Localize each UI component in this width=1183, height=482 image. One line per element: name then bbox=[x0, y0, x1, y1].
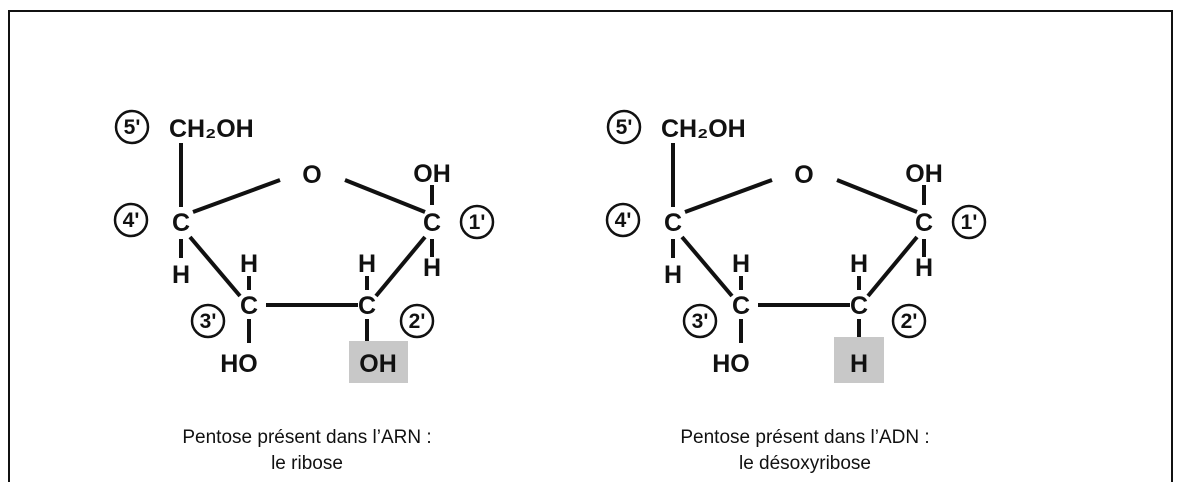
atom-h2-top: H bbox=[358, 250, 376, 278]
atom-ring-oxygen: O bbox=[794, 161, 813, 189]
position-circle-3 bbox=[190, 303, 226, 339]
caption-ribose-line2: le ribose bbox=[271, 453, 343, 474]
atom-h3-top: H bbox=[732, 250, 750, 278]
bond-c2-c1 bbox=[374, 235, 427, 298]
position-circle-2 bbox=[891, 303, 927, 339]
atom-h4: H bbox=[172, 261, 190, 289]
atom-c3: C bbox=[240, 292, 258, 320]
position-circle-5 bbox=[606, 109, 642, 145]
highlight-box-2prime bbox=[349, 341, 408, 383]
position-label-1: 1' bbox=[469, 211, 486, 234]
position-label-1: 1' bbox=[961, 211, 978, 234]
position-circle-4 bbox=[605, 202, 641, 238]
caption-desoxyribose-line2: le désoxyribose bbox=[738, 453, 872, 474]
highlight-box-2prime bbox=[834, 337, 884, 383]
atom-c2: C bbox=[850, 292, 868, 320]
position-label-3: 3' bbox=[692, 310, 709, 333]
group-c1-oh: OH bbox=[905, 160, 943, 188]
position-label-5: 5' bbox=[124, 116, 141, 139]
caption-desoxyribose: Pentose présent dans l’ADN : le désoxyri… bbox=[625, 425, 985, 477]
atom-h1-bottom: H bbox=[915, 254, 933, 282]
caption-desoxyribose-line1: Pentose présent dans l’ADN : bbox=[680, 427, 930, 448]
group-c3-ho: HO bbox=[220, 350, 258, 378]
frame-border bbox=[8, 10, 1173, 482]
atom-h4: H bbox=[664, 261, 682, 289]
group-ch2oh: CH₂OH bbox=[169, 115, 254, 143]
caption-ribose-line1: Pentose présent dans l’ARN : bbox=[182, 427, 432, 448]
atom-c4: C bbox=[172, 209, 190, 237]
atom-h1-bottom: H bbox=[423, 254, 441, 282]
atom-h3-top: H bbox=[240, 250, 258, 278]
group-c2-oh: OH bbox=[359, 350, 397, 378]
group-ch2oh: CH₂OH bbox=[661, 115, 746, 143]
ribose-molecule: 5' 4' 1' 3' 2' CH₂OH O OH C C H H H H C … bbox=[113, 109, 495, 383]
position-circle-4 bbox=[113, 202, 149, 238]
group-c1-oh: OH bbox=[413, 160, 451, 188]
atom-c1: C bbox=[915, 209, 933, 237]
atom-ring-oxygen: O bbox=[302, 161, 321, 189]
position-circle-2 bbox=[399, 303, 435, 339]
position-label-4: 4' bbox=[615, 209, 632, 232]
position-label-2: 2' bbox=[901, 310, 918, 333]
position-circle-3 bbox=[682, 303, 718, 339]
bond-c4-c3 bbox=[680, 235, 734, 298]
position-label-4: 4' bbox=[123, 209, 140, 232]
position-label-2: 2' bbox=[409, 310, 426, 333]
bond-c2-c1 bbox=[866, 235, 919, 298]
bond-c4-c3 bbox=[188, 235, 242, 298]
bond-c4-o bbox=[684, 178, 773, 214]
atom-c2: C bbox=[358, 292, 376, 320]
position-label-5: 5' bbox=[616, 116, 633, 139]
desoxyribose-molecule: 5' 4' 1' 3' 2' CH₂OH O OH C C H H H H C … bbox=[605, 109, 987, 383]
atom-c3: C bbox=[732, 292, 750, 320]
atom-c2-h-bottom: H bbox=[850, 350, 868, 378]
position-circle-5 bbox=[114, 109, 150, 145]
caption-ribose: Pentose présent dans l’ARN : le ribose bbox=[127, 425, 487, 477]
position-circle-1 bbox=[951, 204, 987, 240]
atom-c1: C bbox=[423, 209, 441, 237]
bond-o-c1 bbox=[836, 178, 918, 214]
atom-h2-top: H bbox=[850, 250, 868, 278]
position-circle-1 bbox=[459, 204, 495, 240]
bond-c4-o bbox=[192, 178, 281, 214]
group-c3-ho: HO bbox=[712, 350, 750, 378]
position-label-3: 3' bbox=[200, 310, 217, 333]
atom-c4: C bbox=[664, 209, 682, 237]
bond-o-c1 bbox=[344, 178, 426, 214]
